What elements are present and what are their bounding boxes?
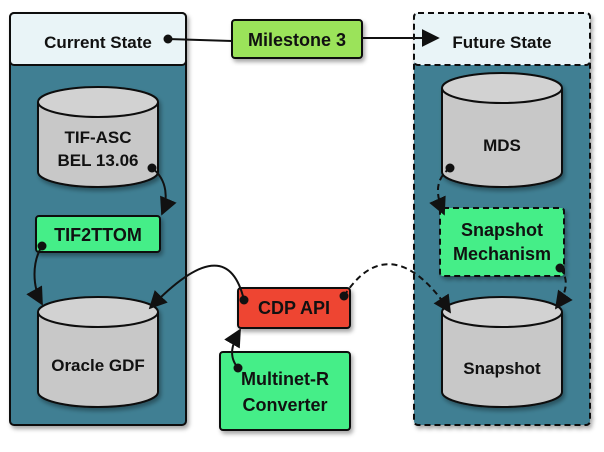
connector-dot bbox=[445, 163, 455, 173]
db-snapshot bbox=[441, 296, 563, 408]
connector-dot bbox=[37, 241, 47, 251]
connector-cdpapi-to-oraclegdf bbox=[148, 264, 245, 310]
milestone-label: Milestone 3 bbox=[248, 30, 346, 50]
snapshot-mechanism-box bbox=[439, 207, 565, 277]
tif2ttom-box bbox=[35, 215, 161, 253]
db-snapshot-label: Snapshot bbox=[463, 359, 541, 378]
connector-dot bbox=[233, 363, 243, 373]
current-state-title: Current State bbox=[44, 33, 152, 52]
snapshot-mechanism-line1: Snapshot bbox=[461, 220, 543, 240]
connector-current-to-milestone bbox=[167, 38, 233, 42]
connector-dot bbox=[163, 34, 173, 44]
connector-cdpapi-to-snapshot bbox=[343, 263, 451, 314]
multinet-converter-line1: Multinet-R bbox=[241, 369, 329, 389]
db-tif-asc bbox=[37, 86, 159, 188]
db-oracle-gdf bbox=[37, 296, 159, 408]
db-tif-asc-line2: BEL 13.06 bbox=[58, 151, 139, 170]
connector-dot bbox=[239, 295, 249, 305]
cdp-api-label: CDP API bbox=[258, 298, 330, 318]
tif2ttom-label: TIF2TTOM bbox=[54, 225, 142, 245]
multinet-converter-box bbox=[219, 351, 351, 431]
cdp-api-box bbox=[237, 287, 351, 329]
multinet-converter-line2: Converter bbox=[242, 395, 327, 415]
connector-dot bbox=[147, 163, 157, 173]
future-state-title: Future State bbox=[452, 33, 551, 52]
db-mds bbox=[441, 72, 563, 188]
connector-dot bbox=[555, 263, 565, 273]
connector-tif2ttom-to-oraclegdf bbox=[26, 245, 43, 306]
db-mds-label: MDS bbox=[483, 136, 521, 155]
connector-dot bbox=[339, 291, 349, 301]
db-tif-asc-line1: TIF-ASC bbox=[64, 128, 131, 147]
db-oracle-gdf-label: Oracle GDF bbox=[51, 356, 145, 375]
connector-tifasc-to-tif2ttom bbox=[151, 167, 177, 216]
snapshot-mechanism-line2: Mechanism bbox=[453, 244, 551, 264]
connector-mds-to-mechanism bbox=[429, 167, 451, 216]
